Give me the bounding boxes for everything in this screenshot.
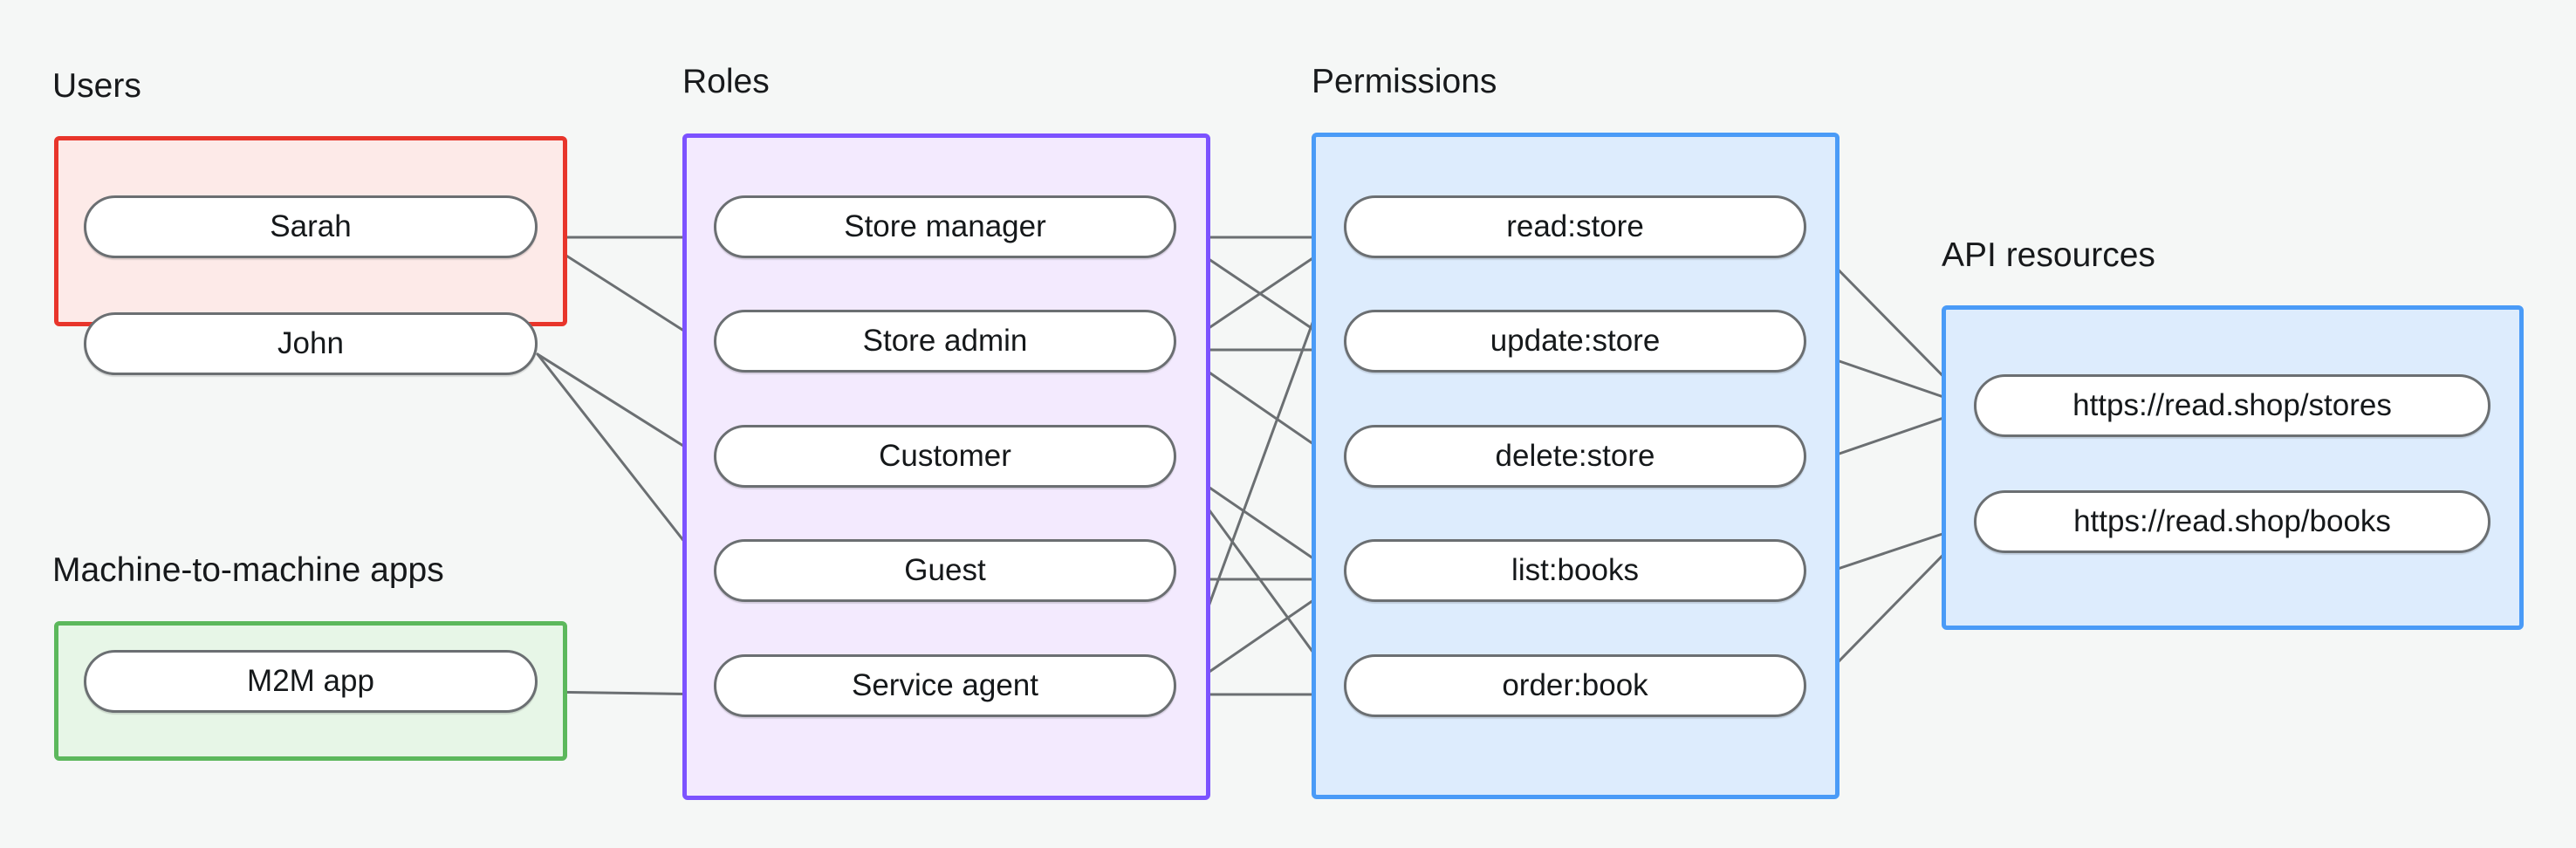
node-store-admin[interactable]: Store admin (714, 310, 1176, 373)
node-label-service-agent: Service agent (851, 668, 1039, 702)
group-title-roles: Roles (682, 63, 770, 100)
node-order-book[interactable]: order:book (1344, 654, 1806, 717)
node-res-books[interactable]: https://read.shop/books (1974, 490, 2490, 553)
node-delete-store[interactable]: delete:store (1344, 425, 1806, 488)
node-guest[interactable]: Guest (714, 539, 1176, 602)
group-title-api-resources: API resources (1942, 236, 2155, 274)
node-label-read-store: read:store (1506, 209, 1644, 243)
node-label-res-books: https://read.shop/books (2073, 504, 2391, 538)
node-service-agent[interactable]: Service agent (714, 654, 1176, 717)
node-label-m2mapp: M2M app (247, 664, 374, 698)
node-label-store-manager: Store manager (844, 209, 1046, 243)
node-list-books[interactable]: list:books (1344, 539, 1806, 602)
node-label-customer: Customer (879, 439, 1011, 473)
node-label-store-admin: Store admin (862, 324, 1028, 358)
node-label-sarah: Sarah (270, 209, 352, 243)
node-store-manager[interactable]: Store manager (714, 195, 1176, 258)
node-label-update-store: update:store (1490, 324, 1661, 358)
node-john[interactable]: John (84, 312, 538, 375)
node-label-res-stores: https://read.shop/stores (2072, 388, 2392, 422)
node-update-store[interactable]: update:store (1344, 310, 1806, 373)
node-label-list-books: list:books (1511, 553, 1639, 587)
node-label-john: John (277, 326, 344, 360)
node-label-guest: Guest (904, 553, 986, 587)
node-customer[interactable]: Customer (714, 425, 1176, 488)
node-read-store[interactable]: read:store (1344, 195, 1806, 258)
node-m2mapp[interactable]: M2M app (84, 650, 538, 713)
node-label-order-book: order:book (1502, 668, 1648, 702)
group-title-m2m: Machine-to-machine apps (52, 551, 444, 589)
node-label-delete-store: delete:store (1495, 439, 1655, 473)
group-box-api-resources (1942, 305, 2524, 630)
group-title-permissions: Permissions (1312, 63, 1497, 100)
node-sarah[interactable]: Sarah (84, 195, 538, 258)
node-res-stores[interactable]: https://read.shop/stores (1974, 374, 2490, 437)
group-title-users: Users (52, 67, 141, 105)
